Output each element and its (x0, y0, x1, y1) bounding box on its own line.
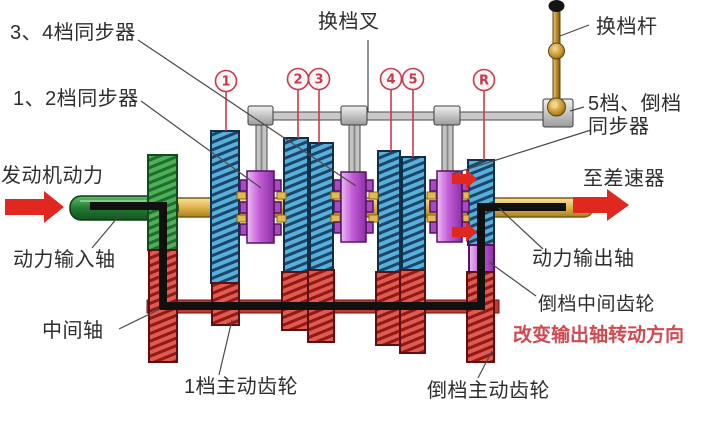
label-reverse-idler: 倒档中间齿轮 (538, 294, 656, 315)
marker-label-1: 1 (221, 75, 230, 90)
label-sync-5-reverse-line1: 5档、倒档 (588, 93, 682, 115)
sync-1-2 (239, 170, 282, 244)
power-flow-line (90, 202, 566, 310)
label-gear1-drive: 1档主动齿轮 (184, 376, 299, 398)
to-differential-arrow (573, 189, 629, 221)
leader-lines (91, 24, 592, 379)
marker-label-3: 3 (314, 73, 323, 88)
label-shift-lever: 换档杆 (596, 16, 658, 38)
label-sync-3-4: 3、4档同步器 (10, 22, 136, 44)
label-engine-power: 发动机动力 (1, 165, 104, 187)
shift-fork-block-3 (433, 105, 461, 126)
marker-circle-r (472, 68, 496, 92)
shift-lever-assembly (542, 0, 574, 128)
label-to-differential: 至差速器 (583, 168, 665, 190)
sync-engage-arrow-top (452, 169, 477, 189)
marker-label-r: R (479, 74, 489, 89)
marker-label-4: 4 (386, 73, 395, 88)
label-reverse-drive: 倒档主动齿轮 (427, 380, 550, 402)
shift-rail-assembly (247, 105, 561, 175)
gear1-driven (210, 130, 240, 284)
gear2-driven (283, 137, 309, 278)
label-sync-1-2: 1、2档同步器 (13, 88, 139, 110)
flow-arrows (5, 169, 629, 242)
marker-circle-4 (379, 67, 403, 91)
gear5-drive (399, 269, 426, 354)
shift-lever-knob (548, 0, 565, 12)
marker-label-2: 2 (293, 73, 302, 88)
shaft-hub-notches (236, 191, 470, 223)
sync-engage-arrow-bottom (452, 222, 477, 242)
gear-position-markers: 1 2 3 4 5 R (214, 67, 496, 160)
label-sync-5-reverse-line2: 同步器 (588, 116, 650, 138)
label-direction-note: 改变输出轴转动方向 (513, 325, 685, 346)
marker-circle-3 (307, 67, 331, 91)
gear5-driven (401, 156, 426, 275)
marker-circle-5 (401, 67, 425, 91)
gear2-drive (281, 271, 309, 331)
sync-3-4 (333, 171, 374, 243)
shift-fork-block-2 (340, 105, 368, 126)
label-shift-fork: 换档叉 (318, 11, 380, 33)
marker-label-5: 5 (408, 73, 417, 88)
marker-circle-1 (214, 69, 238, 93)
label-sync-5-reverse: 5档、倒档同步器 (588, 93, 703, 139)
label-counter-shaft: 中间轴 (42, 320, 104, 342)
label-output-shaft: 动力输出轴 (532, 248, 635, 270)
synchronizers (239, 170, 470, 244)
label-input-shaft: 动力输入轴 (13, 249, 116, 271)
shift-fork-block-1 (247, 105, 274, 126)
gear4-driven (377, 150, 401, 278)
engine-power-arrow (5, 191, 64, 223)
